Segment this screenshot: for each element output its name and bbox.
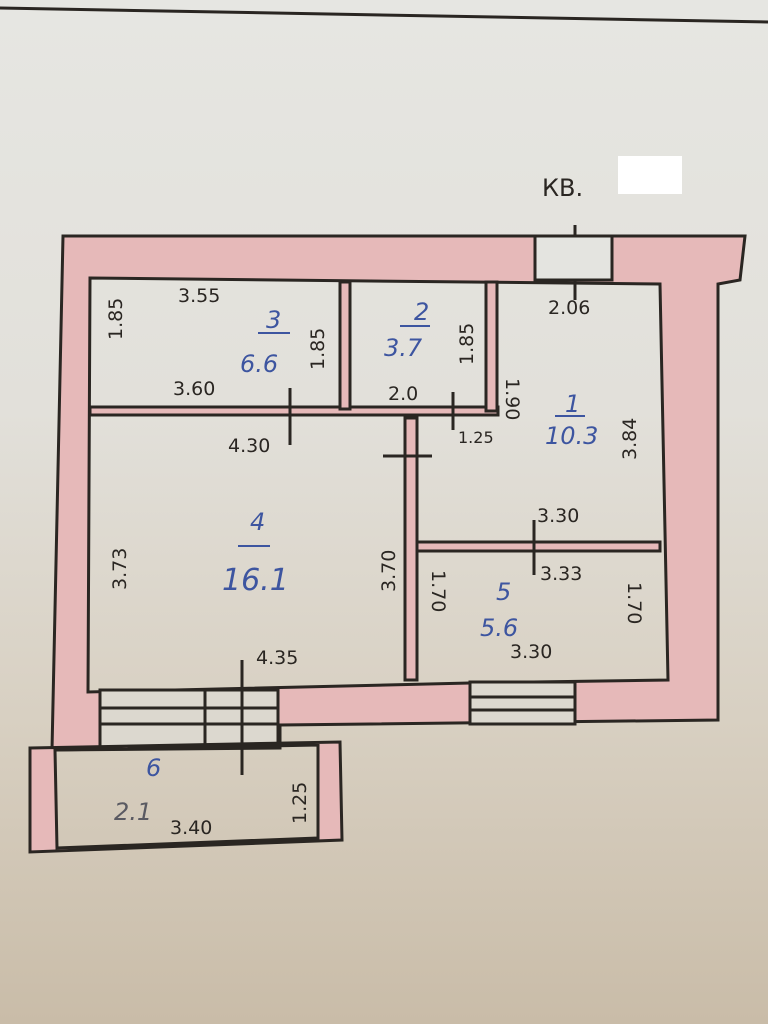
svg-text:2.06: 2.06 — [548, 297, 590, 319]
svg-text:3.30: 3.30 — [537, 505, 579, 527]
page-border-line — [0, 6, 768, 24]
room-3[interactable]: 3 6.6 — [240, 306, 290, 378]
svg-text:3.30: 3.30 — [510, 641, 552, 663]
svg-text:3.84: 3.84 — [619, 418, 641, 460]
svg-text:1.85: 1.85 — [105, 298, 127, 340]
svg-text:6: 6 — [146, 754, 161, 782]
svg-text:3.73: 3.73 — [109, 548, 131, 590]
svg-text:1.70: 1.70 — [623, 582, 645, 624]
svg-text:10.3: 10.3 — [545, 422, 598, 450]
window-bottom[interactable] — [468, 680, 577, 726]
window-top[interactable] — [533, 234, 614, 282]
svg-text:1: 1 — [565, 390, 580, 418]
svg-text:1.85: 1.85 — [307, 328, 329, 370]
svg-text:2.1: 2.1 — [114, 798, 152, 826]
interior-wall — [88, 405, 500, 417]
interior-wall — [484, 280, 499, 413]
room-1[interactable]: 1 10.3 — [545, 390, 598, 450]
room-5[interactable]: 5 5.6 — [480, 578, 518, 642]
interior-wall — [338, 280, 352, 411]
svg-text:3.33: 3.33 — [540, 563, 582, 585]
svg-text:1.90: 1.90 — [501, 378, 523, 420]
svg-text:1.70: 1.70 — [427, 570, 449, 612]
room-4[interactable]: 4 16.1 — [222, 508, 289, 598]
svg-text:3.55: 3.55 — [178, 285, 220, 307]
svg-text:3.7: 3.7 — [384, 334, 423, 362]
svg-text:3.70: 3.70 — [378, 550, 400, 592]
balcony-door[interactable] — [98, 688, 280, 750]
svg-text:4: 4 — [250, 508, 265, 536]
interior-wall — [415, 540, 662, 553]
svg-text:1.25: 1.25 — [289, 782, 311, 824]
svg-text:6.6: 6.6 — [240, 350, 278, 378]
svg-text:1.25: 1.25 — [458, 428, 494, 447]
svg-text:5.6: 5.6 — [480, 614, 518, 642]
svg-text:3.40: 3.40 — [170, 817, 212, 839]
apartment-label: КВ. — [542, 174, 583, 202]
svg-text:4.35: 4.35 — [256, 647, 298, 669]
dimensions: 3.55 1.85 1.85 3.60 1.85 2.0 2.06 1.90 3… — [105, 285, 645, 839]
room-6[interactable]: 6 2.1 — [114, 754, 161, 826]
svg-text:5: 5 — [496, 578, 511, 606]
redacted-number — [618, 156, 682, 194]
outer-wall — [50, 234, 747, 752]
svg-text:2: 2 — [414, 298, 429, 326]
svg-text:3: 3 — [266, 306, 281, 334]
svg-text:2.0: 2.0 — [388, 383, 418, 405]
room-2[interactable]: 2 3.7 — [384, 298, 430, 362]
svg-text:1.85: 1.85 — [456, 323, 478, 365]
balcony — [28, 740, 344, 854]
svg-text:3.60: 3.60 — [173, 378, 215, 400]
svg-text:16.1: 16.1 — [222, 563, 289, 598]
svg-text:4.30: 4.30 — [228, 435, 270, 457]
